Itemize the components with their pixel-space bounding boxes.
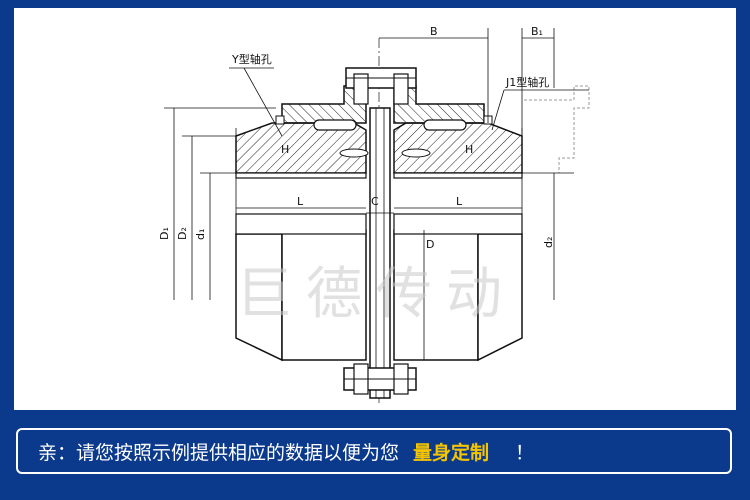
j1-bore-callout: J1型轴孔	[505, 75, 549, 89]
coupling-drawing: B B₁ L L C H H D D₁ D₂ d₁ d₂ Y型轴孔 J1型轴孔 …	[158, 25, 590, 403]
banner-text: 亲：请您按照示例提供相应的数据以便为您	[38, 441, 400, 464]
dim-h-left-label: H	[281, 143, 289, 156]
dim-b-label: B	[430, 25, 438, 38]
banner-box: 亲：请您按照示例提供相应的数据以便为您 量身定制 ！	[16, 428, 732, 474]
banner-highlight: 量身定制	[413, 441, 490, 464]
drawing-canvas: B B₁ L L C H H D D₁ D₂ d₁ d₂ Y型轴孔 J1型轴孔 …	[14, 8, 736, 410]
dim-d1-lower-label: d₁	[194, 229, 207, 240]
dim-d-label: D	[426, 238, 434, 251]
banner-exclaim: ！	[515, 441, 535, 464]
dimension-lines	[164, 28, 589, 360]
dim-l-left-label: L	[297, 195, 304, 208]
bottom-banner: 亲：请您按照示例提供相应的数据以便为您 量身定制 ！	[0, 418, 750, 500]
j1-outline	[524, 85, 590, 173]
dim-d2-lower-label: d₂	[542, 237, 555, 248]
watermark: 巨德传动	[236, 262, 516, 327]
dim-d1-label: D₁	[158, 227, 171, 240]
flange-bolt	[345, 67, 417, 105]
y-bore-callout: Y型轴孔	[231, 52, 272, 66]
dim-b1-label: B₁	[531, 25, 543, 38]
dim-c-label: C	[371, 195, 379, 208]
lower-body	[235, 213, 523, 362]
outer-sleeve	[275, 85, 493, 125]
gear-teeth	[313, 119, 467, 158]
dim-d2-label: D₂	[176, 227, 189, 240]
bottom-bolt	[343, 363, 417, 395]
dim-h-right-label: H	[465, 143, 473, 156]
center-plate	[369, 107, 391, 399]
dim-l-right-label: L	[456, 195, 463, 208]
